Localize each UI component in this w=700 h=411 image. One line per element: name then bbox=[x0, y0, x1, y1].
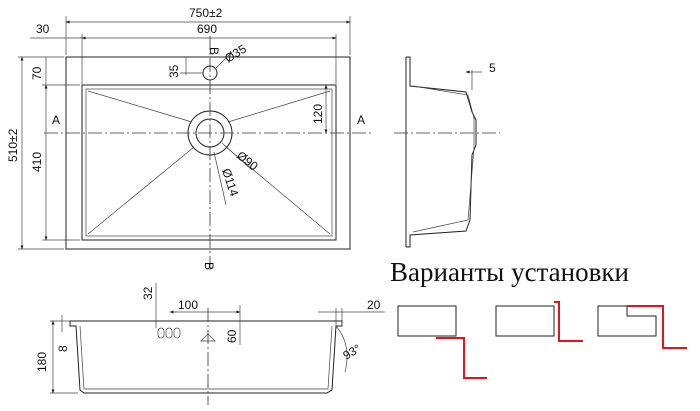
overflow-slots bbox=[157, 327, 181, 339]
dim-overflow-height: 32 bbox=[141, 286, 155, 300]
side-profile bbox=[405, 56, 477, 248]
section-profile bbox=[69, 320, 343, 394]
install-variant-flush bbox=[495, 301, 583, 342]
section-a-right: A bbox=[357, 113, 365, 127]
section-b-top: B bbox=[207, 47, 221, 55]
dim-section-depth: 180 bbox=[35, 352, 49, 372]
dim-flange-left: 30 bbox=[36, 22, 50, 36]
dim-inner-width: 690 bbox=[197, 22, 217, 36]
dim-overall-height: 510±2 bbox=[6, 128, 20, 162]
dim-tap-hole-offset: 35 bbox=[167, 64, 181, 78]
side-view: 5 bbox=[394, 56, 500, 248]
front-view: A A B B 750±2 690 30 510±2 410 70 35 Ø35… bbox=[6, 6, 372, 270]
section-a-left: A bbox=[52, 113, 60, 127]
dim-overflow-width: 100 bbox=[178, 298, 198, 312]
dim-drain-offset: 120 bbox=[311, 104, 325, 124]
dim-drain-inner-diameter: Ø90 bbox=[234, 148, 261, 173]
dim-overflow-to-drain: 60 bbox=[225, 329, 239, 343]
install-variant-undermount bbox=[397, 305, 487, 379]
section-b-bottom: B bbox=[202, 262, 216, 270]
installation-title: Варианты установки bbox=[390, 257, 629, 287]
dim-overall-width: 750±2 bbox=[189, 6, 223, 20]
sink-bowl-outline bbox=[81, 84, 337, 241]
sink-bowl-inner bbox=[85, 88, 333, 237]
dim-tap-hole-diameter: Ø35 bbox=[222, 41, 249, 65]
dim-wall-angle: 93° bbox=[341, 341, 364, 362]
dim-flange-top: 70 bbox=[30, 66, 44, 80]
install-variant-rebated bbox=[597, 305, 687, 349]
sink-outer-outline bbox=[65, 56, 351, 250]
dim-inner-height: 410 bbox=[30, 152, 44, 172]
dim-wall-offset: 20 bbox=[367, 298, 381, 312]
dim-drain-outer-diameter: Ø114 bbox=[219, 167, 241, 199]
installation-options: Варианты установки bbox=[390, 257, 687, 379]
section-view: 180 8 32 100 60 20 93° bbox=[35, 283, 385, 405]
dim-side-flange: 5 bbox=[489, 61, 496, 75]
dim-section-rim: 8 bbox=[56, 345, 70, 352]
